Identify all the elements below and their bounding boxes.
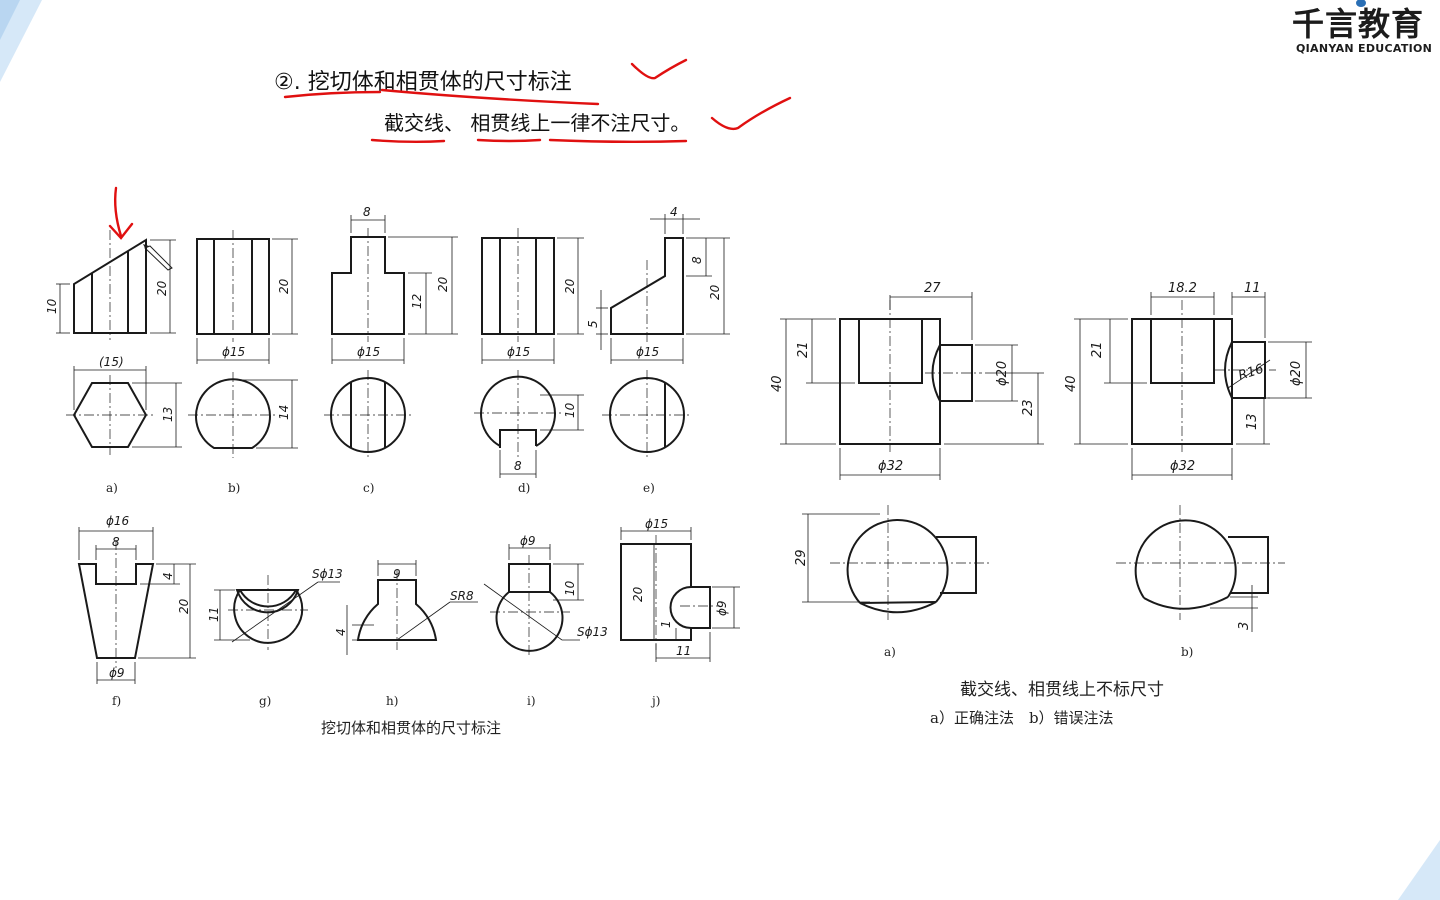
sublabel-b: b) xyxy=(228,481,241,495)
figure-right-a xyxy=(780,292,1044,620)
dim-ra-bot: ϕ32 xyxy=(878,459,903,474)
dim-j-d: ϕ15 xyxy=(645,517,668,531)
sublabel-e: e) xyxy=(643,481,655,495)
dim-d-c: 10 xyxy=(563,402,577,418)
figure-c xyxy=(324,215,458,460)
dim-j-v: 20 xyxy=(631,586,645,602)
dim-e-v1: 8 xyxy=(690,256,704,264)
figure-b xyxy=(188,230,298,458)
dim-j-v2: 1 xyxy=(659,620,673,628)
red-annotations xyxy=(108,58,792,240)
dim-c-top: 8 xyxy=(363,205,371,219)
dim-e-v2: 20 xyxy=(708,284,722,300)
figure-j xyxy=(620,527,740,662)
sublabel-a: a) xyxy=(106,481,118,495)
dim-rb-h2: 21 xyxy=(1090,341,1105,358)
dim-f-v2: 20 xyxy=(177,598,191,614)
dim-b-c: 14 xyxy=(277,405,291,420)
figure-right-caption-sub: a）正确注法 b）错误注法 xyxy=(930,709,1114,727)
dim-rb-bot: ϕ32 xyxy=(1170,459,1195,474)
section-title: ②. 挖切体和相贯体的尺寸标注 xyxy=(274,70,572,95)
dim-f-v1: 4 xyxy=(161,572,175,580)
dim-ra-h2: 21 xyxy=(796,341,811,358)
brand-logo: 千言教育 QIANYAN EDUCATION xyxy=(1292,0,1438,60)
dim-a-v: 20 xyxy=(155,280,169,296)
dim-b-v: 20 xyxy=(277,278,291,294)
sublabel-j: j) xyxy=(652,694,661,708)
dim-a-hex: 13 xyxy=(161,407,175,422)
dim-rb-top1: 18.2 xyxy=(1168,281,1197,296)
section-subtitle: 截交线、 相贯线上一律不注尺寸。 xyxy=(384,111,691,135)
dim-c-d: ϕ15 xyxy=(357,345,380,359)
dim-c-v2: 20 xyxy=(436,276,450,292)
dim-rb-top2: 11 xyxy=(1244,281,1261,296)
sublabel-i: i) xyxy=(527,694,536,708)
dim-g-v: 11 xyxy=(207,607,221,622)
sublabel-g: g) xyxy=(259,694,272,708)
dim-g-s: Sϕ13 xyxy=(312,567,343,581)
dim-f-w: 8 xyxy=(112,535,120,549)
dim-i-s: Sϕ13 xyxy=(577,625,608,639)
dim-a-h: 10 xyxy=(45,298,59,314)
sublabel-d: d) xyxy=(518,481,531,495)
dim-ra-d1: ϕ20 xyxy=(995,361,1010,386)
dim-ra-top: 27 xyxy=(924,281,941,296)
sublabel-c: c) xyxy=(363,481,375,495)
brand-name-cn: 千言教育 xyxy=(1292,5,1425,43)
dim-j-w: 11 xyxy=(676,644,691,658)
dim-d-w: 8 xyxy=(514,459,522,473)
figure-e xyxy=(596,214,730,460)
dim-rb-h3: 13 xyxy=(1245,413,1260,430)
dim-e-top: 4 xyxy=(670,205,678,219)
sublabel-right-b: b) xyxy=(1181,645,1194,659)
dim-e-h: 5 xyxy=(586,320,600,328)
dim-rb-r: R16 xyxy=(1237,362,1266,384)
figure-f xyxy=(77,527,196,684)
figure-a xyxy=(56,230,182,455)
brand-name-en: QIANYAN EDUCATION xyxy=(1296,42,1433,55)
dim-d-d: ϕ15 xyxy=(507,345,530,359)
dim-c-v1: 12 xyxy=(410,294,424,309)
dim-a-w: (15) xyxy=(99,355,124,369)
figure-g xyxy=(214,575,340,650)
dim-d-v: 20 xyxy=(563,278,577,294)
dim-rb-h1: 40 xyxy=(1064,375,1079,392)
dim-ra-h3: 23 xyxy=(1021,399,1036,416)
dimension-labels: 10 20 (15) 13 20 ϕ15 14 8 12 20 ϕ15 20 ϕ… xyxy=(45,205,1304,680)
dim-f-bot: ϕ9 xyxy=(109,666,125,680)
corner-decoration-bottom-right xyxy=(1398,840,1440,900)
figure-right-caption: 截交线、相贯线上不标尺寸 xyxy=(960,680,1164,700)
logo-mark-icon xyxy=(1356,0,1366,7)
dim-h-r: SR8 xyxy=(450,589,474,603)
figure-h xyxy=(346,560,478,655)
dim-ra-h1: 40 xyxy=(770,375,785,392)
dim-ra-c: 29 xyxy=(794,549,809,566)
dim-e-d: ϕ15 xyxy=(636,345,659,359)
dim-i-v: 10 xyxy=(563,580,577,596)
dim-j-d2: ϕ9 xyxy=(715,600,729,616)
dim-h-w: 9 xyxy=(393,567,401,581)
pencil-cursor-icon xyxy=(143,244,173,271)
dim-f-top: ϕ16 xyxy=(106,514,130,528)
sublabel-h: h) xyxy=(386,694,399,708)
figure-right-b xyxy=(1074,292,1312,632)
figure-d xyxy=(474,228,584,478)
dim-rb-d1: ϕ20 xyxy=(1289,361,1304,386)
figure-i xyxy=(483,544,584,655)
dim-b-d: ϕ15 xyxy=(222,345,245,359)
sublabel-right-a: a) xyxy=(884,645,896,659)
figure-left-caption: 挖切体和相贯体的尺寸标注 xyxy=(321,719,502,737)
dim-rb-c: 3 xyxy=(1237,622,1252,630)
sublabel-f: f) xyxy=(112,694,122,708)
dim-h-v: 4 xyxy=(334,628,348,636)
corner-decoration-top-left xyxy=(0,0,42,82)
dim-i-d: ϕ9 xyxy=(520,534,536,548)
